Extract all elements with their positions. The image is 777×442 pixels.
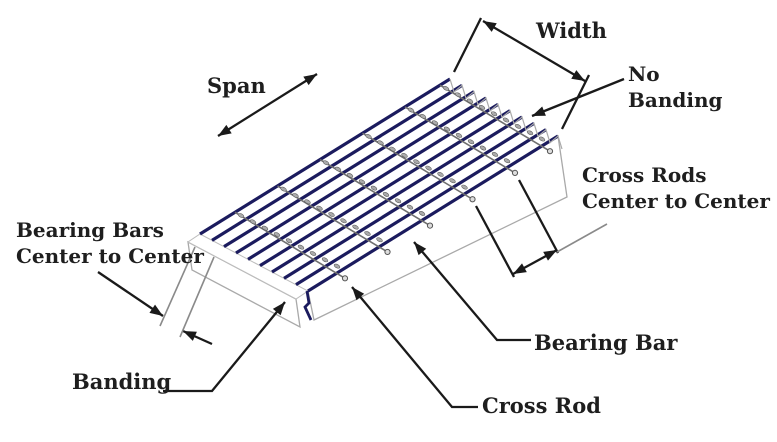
label-banding: Banding bbox=[72, 369, 172, 394]
cross-rod-dimension-arrow bbox=[512, 248, 558, 276]
label-bearing-bar: Bearing Bar bbox=[534, 330, 678, 355]
span-dimension-arrow bbox=[217, 73, 318, 137]
label-no-banding: No Banding bbox=[628, 62, 723, 113]
bearing-bar-leader-arrow bbox=[413, 241, 531, 342]
banding-leader-arrow bbox=[163, 301, 286, 393]
cross-rod-extension-line-b bbox=[517, 179, 560, 254]
cross-rod-leader-arrow bbox=[351, 286, 478, 409]
bearing-bars-dim-arrow-left bbox=[97, 271, 164, 317]
cross-rods bbox=[234, 84, 554, 282]
label-span: Span bbox=[207, 73, 266, 98]
width-extension-line-left bbox=[452, 17, 483, 73]
label-width: Width bbox=[536, 18, 607, 43]
width-extension-line-right bbox=[560, 74, 591, 130]
label-bearing-bars-center: Bearing Bars Center to Center bbox=[16, 218, 204, 269]
label-cross-rods-center: Cross Rods Center to Center bbox=[582, 163, 770, 214]
width-dimension-arrow bbox=[482, 20, 586, 82]
bearing-bars-extension-line-1 bbox=[159, 246, 196, 327]
bearing-bars-extension-line-2 bbox=[179, 256, 215, 338]
bearing-bars-dim-arrow-right bbox=[182, 329, 213, 346]
cross-rods-text-leader bbox=[556, 223, 608, 253]
bearing-bars bbox=[199, 77, 563, 321]
cross-rod-extension-line-a bbox=[474, 205, 516, 278]
annotation-arrows bbox=[97, 17, 625, 409]
grating-panel bbox=[187, 134, 568, 329]
no-banding-leader-arrow bbox=[531, 77, 625, 118]
label-cross-rod: Cross Rod bbox=[482, 393, 601, 418]
